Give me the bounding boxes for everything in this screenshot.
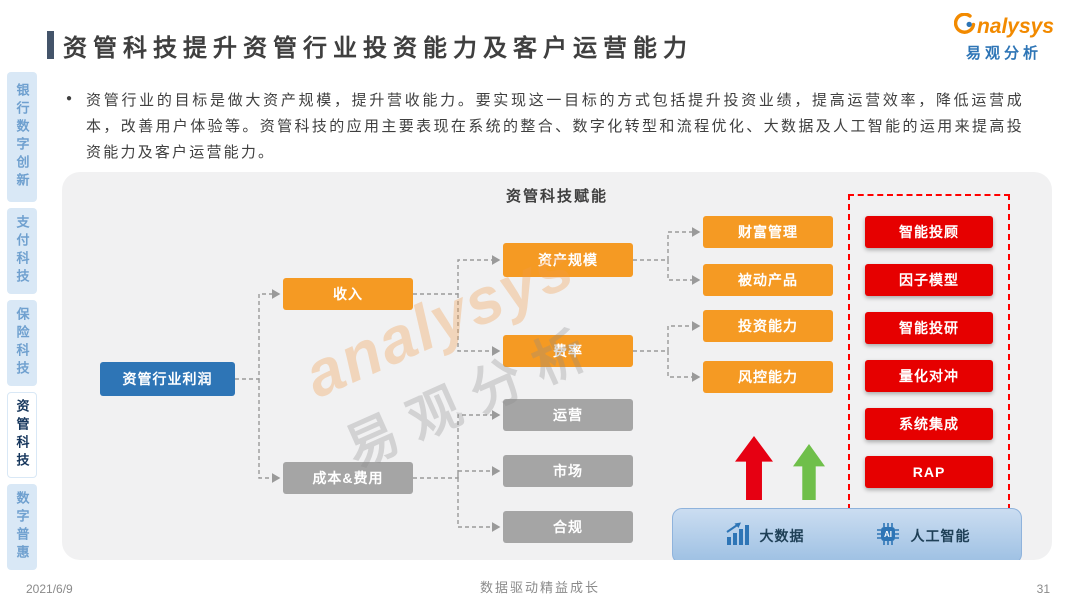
sidebar-tab-digital-inclusion[interactable]: 数字普惠: [7, 484, 37, 570]
logo-swoosh-icon: [953, 12, 976, 39]
enabler-label: 大数据: [759, 528, 805, 544]
node-fee-rate: 费率: [503, 335, 633, 367]
bullet-icon: ●: [66, 93, 73, 104]
intro-paragraph: 资管行业的目标是做大资产规模，提升营收能力。要实现这一目标的方式包括提升投资业绩…: [86, 92, 1024, 161]
sidebar-tab-label: 支付科技: [14, 215, 30, 287]
node-cost-expense: 成本&费用: [283, 462, 413, 494]
up-arrow-red-icon: [735, 436, 773, 500]
sidebar-tab-label: 数字普惠: [14, 491, 30, 563]
page-title: 资管科技提升资管行业投资能力及客户运营能力: [63, 35, 693, 62]
sidebar-tab-label: 资管科技: [14, 399, 30, 471]
node-risk-control: 风控能力: [703, 361, 833, 393]
enabler-big-data: 大数据: [724, 521, 805, 552]
logo-brand-text: nalysys: [976, 14, 1054, 38]
tech-box-quant-hedging: 量化对冲: [865, 360, 993, 392]
enabler-label: 人工智能: [910, 528, 971, 544]
intro-block: ● 资管行业的目标是做大资产规模，提升营收能力。要实现这一目标的方式包括提升投资…: [66, 88, 1024, 165]
footer-slogan: 数据驱动精益成长: [479, 580, 600, 595]
ai-chip-text: AI: [884, 530, 892, 539]
diagram-title: 资管科技赋能: [505, 188, 608, 205]
node-compliance: 合规: [503, 511, 633, 543]
sidebar-tab-banking-digital-innovation[interactable]: 银行数字创新: [7, 72, 37, 202]
tech-stack-frame: 智能投顾 因子模型 智能投研 量化对冲 系统集成 RAP: [848, 194, 1010, 510]
node-investment-capability: 投资能力: [703, 310, 833, 342]
logo-brand-row: nalysys: [953, 12, 1054, 39]
sidebar-tab-label: 银行数字创新: [14, 83, 30, 191]
sidebar-tab-insurance-tech[interactable]: 保险科技: [7, 300, 37, 386]
tech-box-smart-investment-advisory: 智能投顾: [865, 216, 993, 248]
diagram-panel: 资管科技赋能 资管行业利润 收入: [62, 172, 1052, 560]
sidebar: 银行数字创新 支付科技 保险科技 资管科技 数字普惠: [7, 72, 37, 570]
sidebar-tab-label: 保险科技: [14, 307, 30, 379]
analysys-logo: nalysys 易观分析: [953, 12, 1054, 63]
node-passive-products: 被动产品: [703, 264, 833, 296]
tech-box-rap: RAP: [865, 456, 993, 488]
node-industry-profit: 资管行业利润: [100, 362, 235, 396]
sidebar-tab-asset-management-tech[interactable]: 资管科技: [7, 392, 37, 478]
title-accent-bar: [47, 31, 54, 59]
node-asset-scale: 资产规模: [503, 243, 633, 277]
node-income: 收入: [283, 278, 413, 310]
tech-box-system-integration: 系统集成: [865, 408, 993, 440]
enabler-ai: AI 人工智能: [875, 521, 971, 552]
tech-box-factor-model: 因子模型: [865, 264, 993, 296]
tech-box-smart-investment-research: 智能投研: [865, 312, 993, 344]
up-arrow-green-icon: [793, 444, 825, 500]
enabler-bar: 大数据 AI 人工智能: [672, 508, 1022, 560]
ai-chip-icon: AI: [875, 521, 901, 552]
footer-date: 2021/6/9: [26, 582, 73, 596]
bar-chart-icon: [724, 521, 750, 552]
footer-page-number: 31: [1036, 582, 1050, 596]
logo-subtitle: 易观分析: [965, 45, 1042, 62]
node-operations: 运营: [503, 399, 633, 431]
node-wealth-management: 财富管理: [703, 216, 833, 248]
node-market: 市场: [503, 455, 633, 487]
sidebar-tab-payment-tech[interactable]: 支付科技: [7, 208, 37, 294]
